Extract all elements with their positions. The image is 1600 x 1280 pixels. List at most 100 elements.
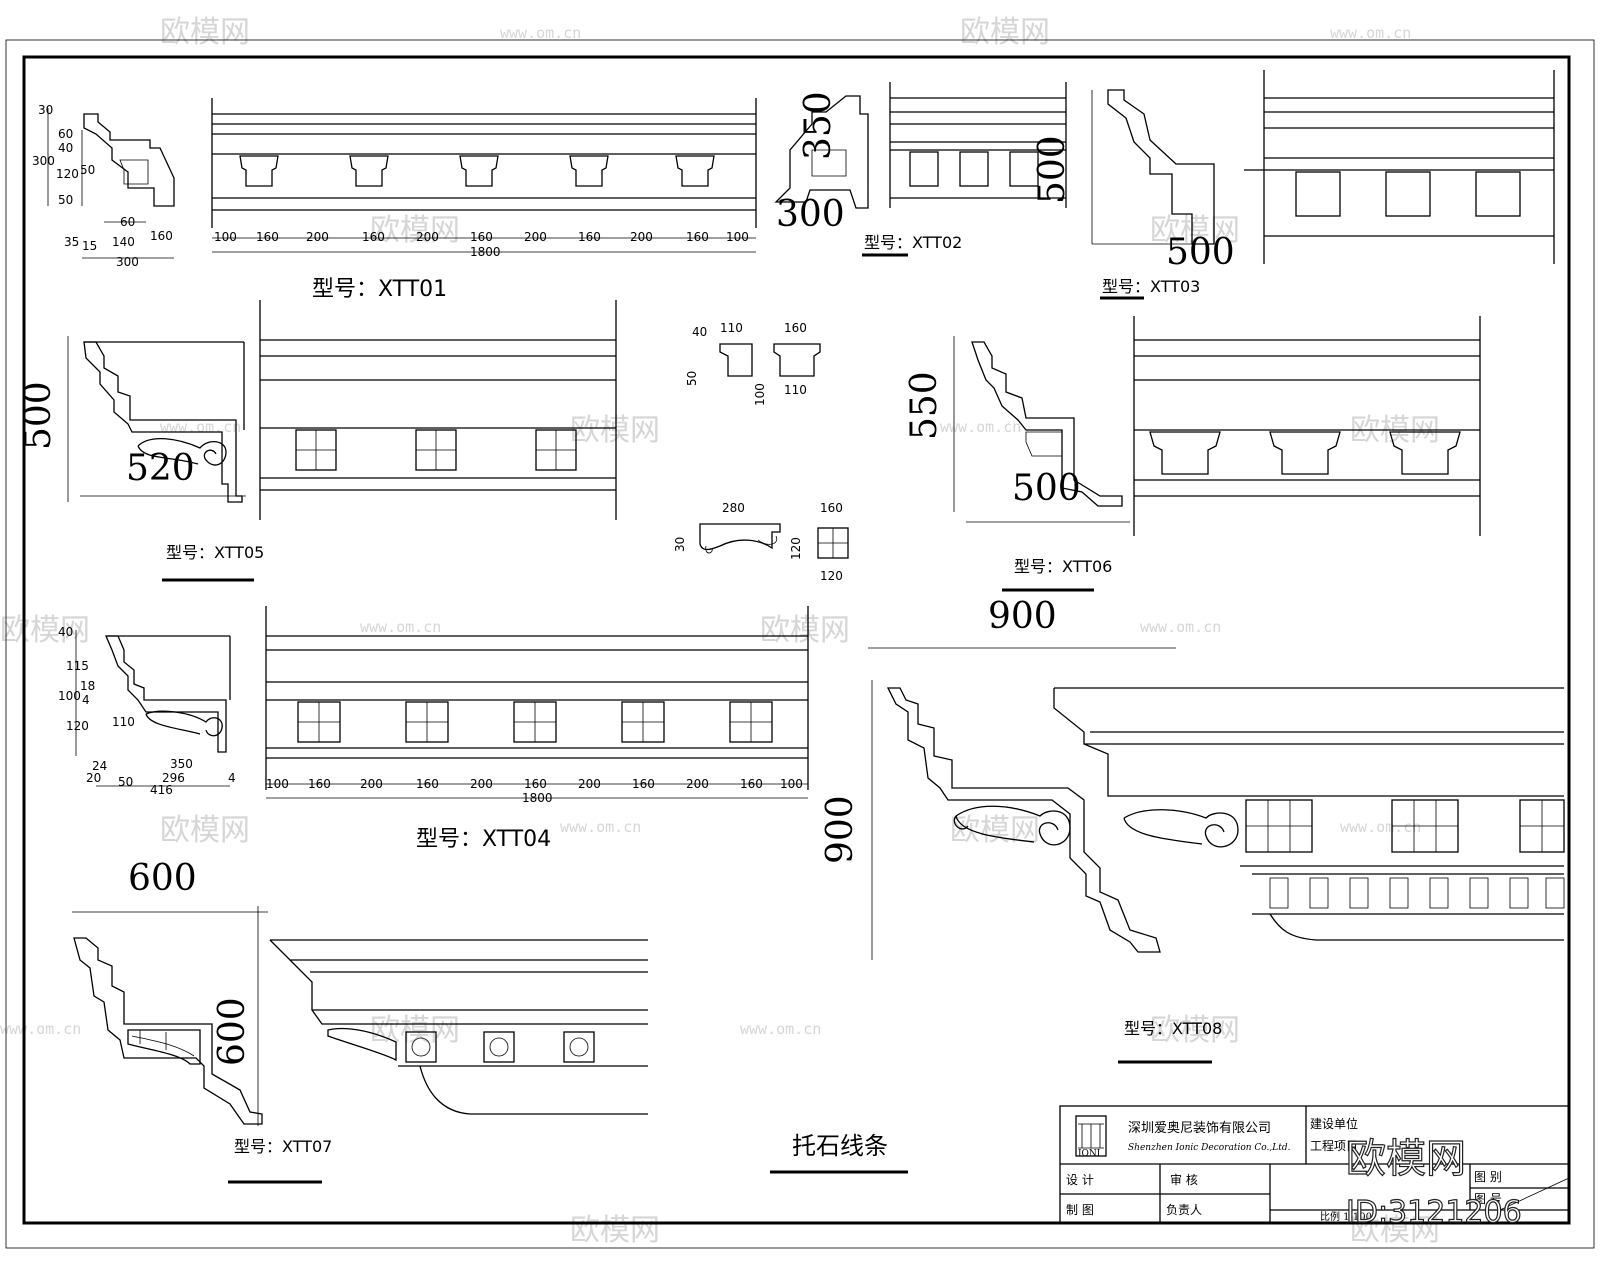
xtt04-dim: 110: [112, 715, 135, 729]
xtt04-dim: 115: [66, 659, 89, 673]
detail-dim: 40: [692, 325, 707, 339]
xtt04-dim: 20: [86, 771, 101, 785]
xtt04-dim: 4: [82, 693, 90, 707]
xtt08-dentils: [1269, 877, 1565, 909]
xtt06-dim-width: 500: [1012, 468, 1081, 509]
xtt01-plan-dim: 200: [630, 230, 653, 244]
detail-bracket-a: [699, 523, 781, 551]
xtt01-group: 30 60 300 40 50 120 50 60 160 35 15 140 …: [32, 98, 757, 302]
watermark-url: www.om.cn: [940, 418, 1021, 436]
xtt01-dim: 50: [58, 193, 73, 207]
xtt01-label: 型号：XTT01: [312, 277, 447, 302]
xtt04-plan-dim: 160: [632, 777, 655, 791]
xtt04-plan-dim: 100: [780, 777, 803, 791]
xtt02-profile: [774, 95, 869, 209]
xtt01-dim: 15: [82, 239, 97, 253]
watermark-brand: 欧模网: [160, 813, 250, 848]
xtt07-elev-bottom: [398, 1065, 648, 1115]
xtt03-dim: 500: [1166, 232, 1235, 273]
xtt08-elev-bottom: [1269, 913, 1564, 941]
xtt02-modillion: [959, 151, 989, 187]
detail-dim: 110: [784, 383, 807, 397]
xtt07-bracket-ornament: [131, 1030, 195, 1057]
xtt01-dim: 300: [116, 255, 139, 269]
xtt04-brackets: [297, 701, 773, 743]
brand-watermark: 欧模网: [1346, 1136, 1466, 1182]
xtt04-dim: 100: [58, 689, 81, 703]
xtt01-plan-dim: 200: [306, 230, 329, 244]
xtt04-plan-dim: 200: [578, 777, 601, 791]
detail-dim: 30: [673, 537, 687, 552]
xtt06-label: 型号：XTT06: [1014, 557, 1112, 576]
xtt07-profile: [73, 937, 263, 1125]
xtt01-dim: 60: [58, 127, 73, 141]
xtt01-dim: 40: [58, 141, 73, 155]
tb-draw: 制 图: [1066, 1203, 1094, 1217]
xtt05-group: 500 520 型号：XTT05: [18, 300, 617, 582]
xtt04-dim: 296: [162, 771, 185, 785]
xtt01-dim: 160: [150, 229, 173, 243]
xtt08-elev-windows: [1245, 799, 1565, 853]
xtt04-plan-dim: 100: [266, 777, 289, 791]
watermark-brand: 欧模网: [950, 813, 1040, 848]
xtt03-group: 500 型号：XTT03: [1091, 70, 1555, 300]
detail-dim: 160: [820, 501, 843, 515]
tb-project: 工程项目: [1310, 1138, 1358, 1153]
xtt07-group: 600 600 型号：XTT07: [72, 858, 648, 1184]
tb-owner: 建设单位: [1310, 1116, 1358, 1131]
watermark-url: www.om.cn: [1340, 818, 1421, 836]
xtt04-dim: 18: [80, 679, 95, 693]
xtt04-dim: 50: [118, 775, 133, 789]
xtt08-label: 型号：XTT08: [1124, 1019, 1222, 1038]
xtt08-profile: [886, 687, 1161, 953]
title-block: IONI 深圳爱奥尼装饰有限公司 Shenzhen Ionic Decorati…: [1059, 1105, 1570, 1224]
xtt01-dim: 300: [32, 154, 55, 168]
xtt01-plan-dim: 200: [524, 230, 547, 244]
xtt01-dim: 50: [80, 163, 95, 177]
watermark-url: www.om.cn: [500, 24, 581, 42]
xtt05-bracket-scroll: [137, 437, 227, 466]
xtt04-profile: [105, 635, 227, 753]
xtt02-modillion: [909, 151, 939, 187]
tb-sheet: 图 别: [1474, 1170, 1502, 1184]
detail-dim: 100: [753, 383, 767, 406]
xtt03-label: 型号：XTT03: [1102, 277, 1200, 296]
xtt01-plan-dim: 160: [686, 230, 709, 244]
xtt02-profile-inner: [811, 149, 847, 177]
xtt06-dim-height: 550: [904, 371, 945, 440]
sheet-inner-frame: [22, 55, 1571, 1225]
xtt02-group: 350 300 500 型号：XTT02: [774, 82, 1073, 257]
xtt01-profile: [83, 113, 175, 207]
xtt04-plan-dim: 200: [470, 777, 493, 791]
xtt08-group: 900 900 型号：XTT08: [820, 596, 1565, 1064]
xtt01-plan-dim: 160: [578, 230, 601, 244]
xtt04-dim: 350: [170, 757, 193, 771]
xtt04-dim: 120: [66, 719, 89, 733]
tb-sheet-no: 图 号: [1474, 1192, 1502, 1206]
xtt01-plan-dim: 160: [362, 230, 385, 244]
detail-dim: 120: [789, 537, 803, 560]
xtt07-dim-height: 600: [212, 997, 253, 1066]
xtt08-bracket-scroll: [953, 805, 1071, 846]
title-block-diag: [1499, 1177, 1570, 1211]
xtt01-dim: 120: [56, 167, 79, 181]
detail-dim: 50: [685, 371, 699, 386]
xtt01-dim: 140: [112, 235, 135, 249]
watermark-brand: 欧模网: [1150, 213, 1240, 248]
watermark-url: www.om.cn: [0, 1020, 81, 1038]
xtt02-dim-elev: 500: [1032, 135, 1073, 204]
xtt01-plan-dim: 160: [256, 230, 279, 244]
tb-design: 设 计: [1066, 1173, 1094, 1187]
sheet-outer-frame: [5, 39, 1595, 1249]
xtt03-modillion: [1295, 171, 1341, 217]
xtt04-plan-dim: 160: [416, 777, 439, 791]
xtt07-elev-blocks: [405, 1031, 595, 1063]
detail-bracket-a-scroll: [705, 535, 778, 554]
xtt01-dim: 30: [38, 103, 53, 117]
xtt01-plan-dim: 200: [416, 230, 439, 244]
xtt07-dim-width: 600: [128, 858, 197, 899]
watermark-url: www.om.cn: [160, 418, 241, 436]
tb-responsible: 负责人: [1166, 1203, 1202, 1217]
company-name: 深圳爱奥尼装饰有限公司: [1128, 1121, 1271, 1136]
watermark-url: www.om.cn: [560, 818, 641, 836]
